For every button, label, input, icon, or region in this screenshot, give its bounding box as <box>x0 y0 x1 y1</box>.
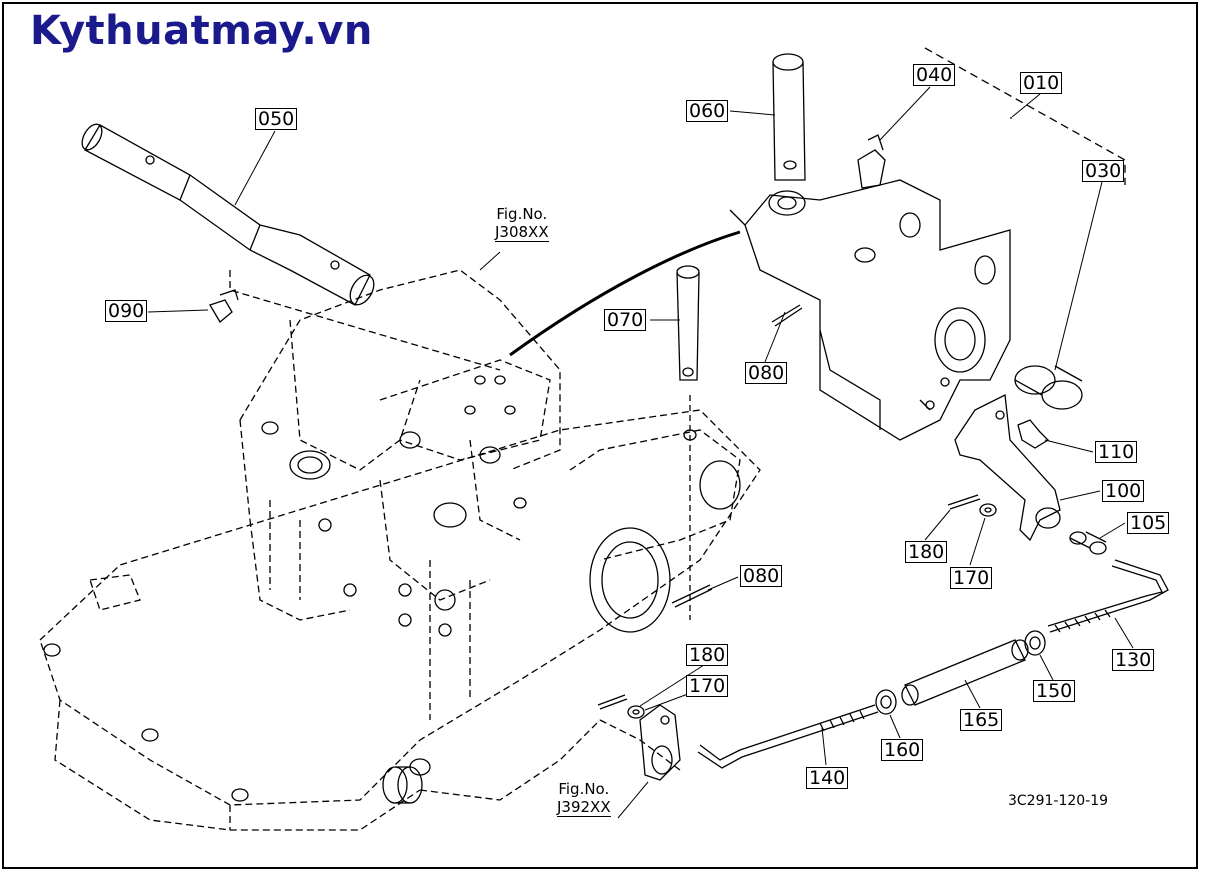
callout-150[interactable]: 150 <box>1033 680 1076 702</box>
bolt-110 <box>1017 419 1050 449</box>
cotter-pin-080-mid <box>671 584 713 608</box>
callout-100[interactable]: 100 <box>1102 480 1145 502</box>
bracket-j392 <box>639 704 681 781</box>
valve-body-010 <box>729 179 1011 441</box>
cotter-pin-080-top <box>771 304 803 327</box>
washer-170-lower <box>627 705 645 719</box>
cotter-180-lower <box>597 694 628 710</box>
turnbuckle-165 <box>901 639 1029 706</box>
bushing-030 <box>1014 365 1083 410</box>
hitch-housing <box>39 269 761 831</box>
fig-ref-j392[interactable]: Fig.No. J392XX <box>557 780 611 817</box>
callout-080-top[interactable]: 080 <box>745 362 788 384</box>
callout-030[interactable]: 030 <box>1082 160 1125 182</box>
callout-160[interactable]: 160 <box>881 739 924 761</box>
callout-170-lower[interactable]: 170 <box>686 675 729 697</box>
assembly-bracket <box>924 47 1126 185</box>
callout-010[interactable]: 010 <box>1020 72 1063 94</box>
lever-100 <box>954 394 1061 542</box>
callout-070[interactable]: 070 <box>604 309 647 331</box>
callout-140[interactable]: 140 <box>806 767 849 789</box>
bushing-bottom <box>382 766 423 804</box>
housing-holes <box>43 375 741 802</box>
callout-130[interactable]: 130 <box>1112 649 1155 671</box>
callout-180-lower[interactable]: 180 <box>686 644 729 666</box>
callout-165[interactable]: 165 <box>960 709 1003 731</box>
rod-140 <box>697 704 879 769</box>
spacer-105 <box>1069 531 1107 555</box>
fig-ref-code: J308XX <box>495 223 549 242</box>
diagram-code: 3C291-120-19 <box>1008 793 1109 809</box>
callout-080-mid[interactable]: 080 <box>740 565 783 587</box>
assembly-arrow <box>509 230 741 357</box>
callout-105[interactable]: 105 <box>1127 512 1170 534</box>
fig-ref-code: J392XX <box>557 798 611 817</box>
pin-060 <box>772 53 806 181</box>
grease-nipple-040 <box>857 134 886 189</box>
fig-ref-label: Fig.No. <box>496 205 548 223</box>
watermark: Kythuatmay.vn <box>30 8 373 54</box>
rod-130 <box>1047 559 1169 633</box>
leader-lines <box>147 86 1134 819</box>
callout-170-upper[interactable]: 170 <box>950 567 993 589</box>
pin-070 <box>676 265 700 620</box>
cotter-180-upper <box>947 494 981 510</box>
lift-shaft-050 <box>81 123 375 306</box>
fig-ref-label: Fig.No. <box>558 780 610 798</box>
nut-160 <box>875 689 897 715</box>
fig-ref-j308[interactable]: Fig.No. J308XX <box>495 205 549 242</box>
callout-050[interactable]: 050 <box>255 108 298 130</box>
callout-090[interactable]: 090 <box>105 300 148 322</box>
callout-040[interactable]: 040 <box>913 64 956 86</box>
callout-060[interactable]: 060 <box>686 100 729 122</box>
washer-170-upper <box>979 503 997 517</box>
callout-180-upper[interactable]: 180 <box>905 541 948 563</box>
grease-fitting-090 <box>209 289 239 323</box>
callout-110[interactable]: 110 <box>1095 441 1138 463</box>
